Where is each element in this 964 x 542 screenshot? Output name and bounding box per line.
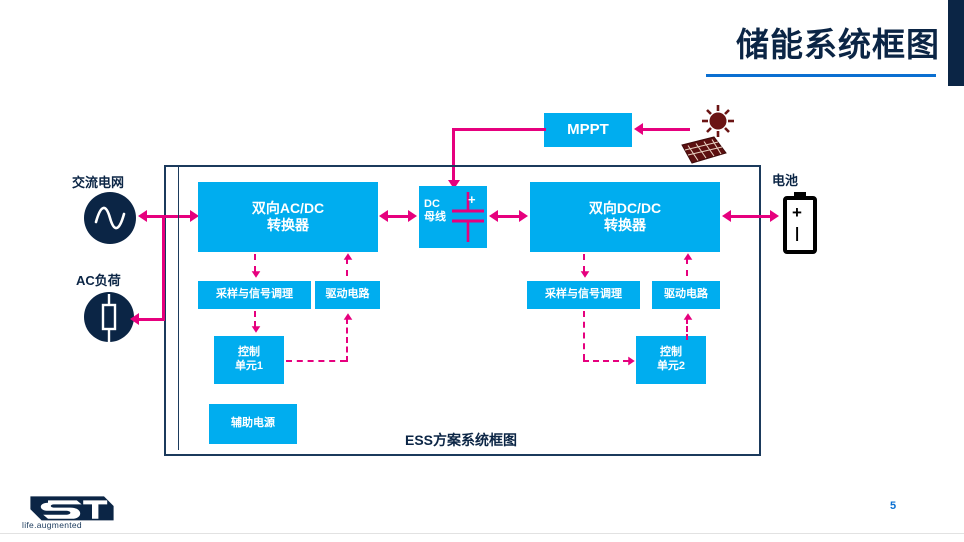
block-sampling-signal-conditioning-2[interactable]: 采样与信号调理	[527, 281, 640, 309]
arrow-solar-to-mppt	[634, 123, 643, 135]
dashed-sampling-1-to-control-1	[254, 311, 256, 327]
block-drive-circuit-2[interactable]: 驱动电路	[652, 281, 720, 309]
block-sampling-signal-conditioning-1[interactable]: 采样与信号调理	[198, 281, 311, 309]
solar-panel-icon	[681, 105, 734, 164]
footer-divider	[0, 533, 964, 534]
frame-inner-rule	[178, 167, 179, 450]
block-sampling-2-label: 采样与信号调理	[545, 288, 622, 301]
arrow-to-grid	[138, 210, 147, 222]
dashed-sampling-2-to-control-2-h	[583, 360, 629, 362]
block-drive-1-label: 驱动电路	[325, 288, 370, 301]
block-dc-bus-label-line1: DC	[424, 198, 440, 210]
title-underline	[706, 74, 936, 77]
block-acdc-label-line2: 转换器	[267, 217, 309, 233]
block-dc-bus-label: DC 母线	[424, 198, 446, 224]
wire-branch-down-to-load	[162, 216, 165, 320]
dashed-control-1-to-drive-1-v	[346, 318, 348, 362]
block-bidirectional-ac-dc-converter[interactable]: 双向AC/DC 转换器	[198, 182, 378, 252]
dashed-drive-1-to-acdc	[346, 258, 348, 276]
arrow-acdc-to-dcbus	[408, 210, 417, 222]
ac-sine-source-icon	[84, 192, 136, 244]
block-control-2-label-line1: 控制	[660, 346, 682, 359]
header-accent-bar	[948, 0, 964, 86]
block-auxiliary-power[interactable]: 辅助电源	[209, 404, 297, 444]
arrow-drive-1-to-acdc	[343, 253, 353, 260]
block-dc-bus[interactable]	[419, 186, 487, 248]
block-drive-2-label: 驱动电路	[664, 288, 708, 301]
arrow-control-1-to-drive-1	[343, 313, 353, 320]
page-title: 储能系统框图	[736, 26, 940, 63]
block-bidirectional-dc-dc-converter[interactable]: 双向DC/DC 转换器	[530, 182, 720, 252]
dashed-sampling-2-to-control-2-v	[583, 311, 585, 360]
ess-system-frame	[164, 165, 761, 456]
wire-dcbus-to-dcdc	[494, 215, 524, 218]
block-dcdc-label-line2: 转换器	[604, 217, 646, 233]
label-battery: 电池	[772, 173, 799, 188]
battery-minus-terminal: |	[795, 225, 800, 242]
arrow-control-2-to-drive-2	[683, 313, 693, 320]
block-mppt[interactable]: MPPT	[544, 113, 632, 147]
wire-solar-to-mppt	[640, 128, 690, 131]
dashed-acdc-to-sampling-1	[254, 254, 256, 272]
block-control-unit-2[interactable]: 控制 单元2	[636, 336, 706, 384]
arrow-sampling-1-to-control-1	[251, 326, 261, 333]
block-control-1-label-line1: 控制	[238, 346, 260, 359]
wire-dcdc-to-battery	[730, 215, 776, 218]
arrow-acdc-to-sampling-1	[251, 271, 261, 278]
arrow-dcbus-to-acdc	[379, 210, 388, 222]
wire-mppt-left	[452, 128, 546, 131]
arrow-to-ac-load	[130, 313, 139, 325]
block-dc-bus-label-line2: 母线	[424, 211, 446, 224]
arrow-dcdc-to-battery	[770, 210, 779, 222]
block-dcdc-label-line1: 双向DC/DC	[588, 199, 662, 216]
st-logo-icon	[30, 496, 114, 521]
dashed-control-2-to-drive-2	[686, 318, 688, 340]
block-auxiliary-power-label: 辅助电源	[231, 417, 275, 430]
arrow-dcdc-to-dcbus	[489, 210, 498, 222]
arrow-to-acdc-from-grid	[190, 210, 199, 222]
arrow-dcbus-to-dcdc	[519, 210, 528, 222]
block-drive-circuit-1[interactable]: 驱动电路	[315, 281, 380, 309]
block-acdc-label-line1: 双向AC/DC	[251, 199, 325, 216]
arrow-drive-2-to-dcdc	[683, 253, 693, 260]
label-ac-load: AC负荷	[76, 273, 121, 288]
wire-to-ac-load	[138, 318, 165, 321]
battery-icon	[783, 192, 817, 254]
battery-plus-terminal: +	[792, 203, 802, 222]
arrow-sampling-2-to-control-2	[628, 356, 635, 366]
page-number: 5	[890, 500, 897, 512]
block-mppt-label: MPPT	[567, 120, 609, 138]
wire-acdc-to-dcbus	[388, 215, 412, 218]
dashed-dcdc-to-sampling-2	[583, 254, 585, 272]
capacitor-polarity-plus: +	[468, 192, 476, 207]
label-ac-grid: 交流电网	[72, 175, 125, 190]
block-control-1-label-line2: 单元1	[234, 360, 264, 372]
st-logo-tagline: life.augmented	[22, 520, 82, 530]
wire-grid-to-acdc	[146, 215, 196, 218]
capacitor-icon	[452, 192, 484, 242]
arrow-battery-to-dcdc	[722, 210, 731, 222]
wire-mppt-down	[452, 128, 455, 184]
dashed-control-1-to-drive-1-h	[286, 360, 346, 362]
block-control-unit-1[interactable]: 控制 单元1	[214, 336, 284, 384]
block-control-2-label-line2: 单元2	[656, 360, 686, 372]
arrow-dcdc-to-sampling-2	[580, 271, 590, 278]
dashed-drive-2-to-dcdc	[686, 258, 688, 276]
ess-caption: ESS方案系统框图	[405, 432, 518, 448]
resistor-load-icon	[84, 292, 134, 342]
block-sampling-1-label: 采样与信号调理	[216, 288, 293, 301]
arrow-mppt-to-dcbus	[448, 180, 460, 189]
